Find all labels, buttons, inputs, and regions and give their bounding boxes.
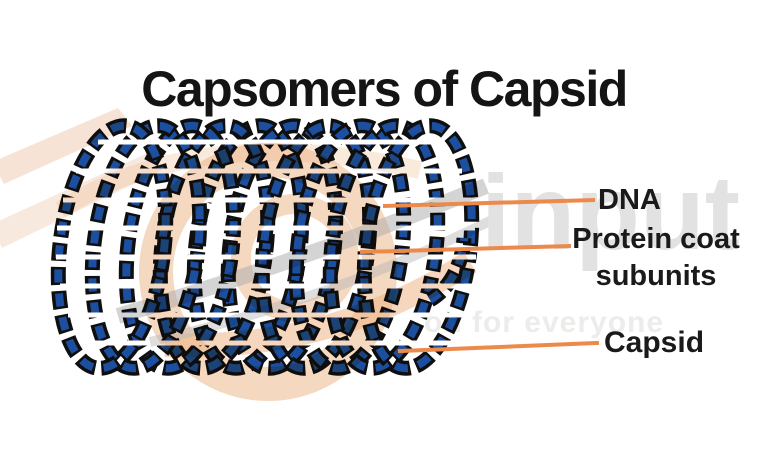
label-protein-coat-subunits: Protein coat subunits — [556, 221, 756, 295]
leader-line-capsid — [397, 340, 600, 354]
label-protein-line2: subunits — [595, 260, 717, 292]
page-title: Capsomers of Capsid — [141, 60, 628, 117]
label-dna: DNA — [598, 184, 661, 216]
label-protein-line1: Protein coat — [572, 223, 740, 255]
label-capsid: Capsid — [604, 326, 705, 359]
leader-line-dna — [382, 197, 596, 209]
leader-line-protein — [359, 243, 572, 255]
